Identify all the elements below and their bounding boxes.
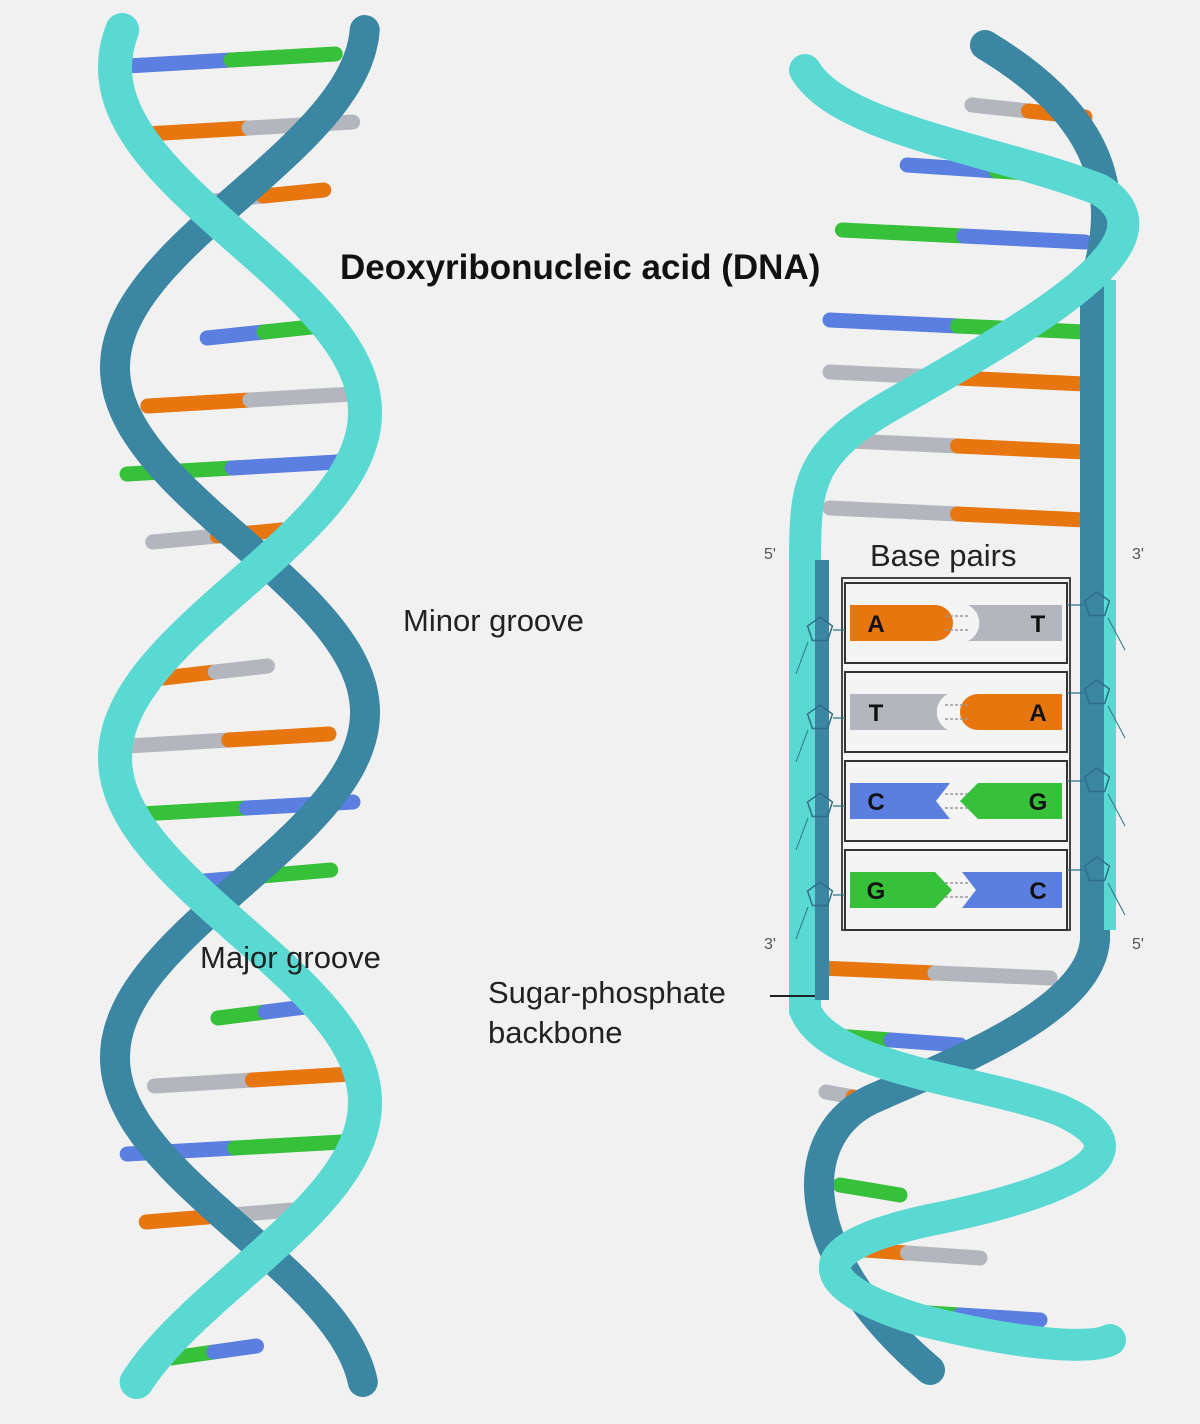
right-rung-base [964,236,1085,242]
left-rung-base [250,394,352,400]
right-rung-base [842,230,963,236]
right-rung-base [830,320,958,326]
left-rung-base [148,400,250,406]
base-pair-right-letter: A [1029,700,1046,727]
right-rung-base [908,1253,981,1258]
left-helix-strands [115,30,365,1382]
base-pairs-panel: A T T A C G G C [842,578,1070,930]
left-rung-base [145,128,249,134]
nucleotide-shape [850,783,950,819]
left-rung-base [207,332,264,338]
base-pair-right-letter: C [1029,878,1046,905]
right-rung-base [958,514,1086,520]
base-pair-left-letter: C [867,789,884,816]
right-rung-base [820,968,935,973]
nucleotide-shape [850,605,953,641]
five-prime-bottom-label: 5' [1132,936,1144,954]
left-rung-base [252,1074,350,1080]
left-rung-base [140,808,247,814]
right-rung-base [958,446,1086,452]
left-rung-base [229,734,329,740]
left-rung-base [154,1080,252,1086]
right-rung-base [870,1190,900,1195]
right-rung-base [972,105,1029,111]
left-rung-base [153,536,218,542]
left-rung-base [235,1142,343,1148]
base-pair-left-letter: T [869,700,884,727]
left-rung-base [214,1346,257,1352]
base-pair-right-letter: G [1029,789,1048,816]
left-rung-base [231,54,335,60]
three-prime-bottom-label: 3' [764,936,776,954]
three-prime-top-label: 3' [1132,546,1144,564]
base-pair-left-letter: A [867,611,884,638]
right-rung-base [891,1040,960,1045]
base-pair-left-letter: G [867,878,886,905]
backbone-label-line2: backbone [488,1015,622,1051]
left-rung-base [129,740,229,746]
base-pair-right-letter: T [1031,611,1046,638]
diagram-title: Deoxyribonucleic acid (DNA) [340,248,820,288]
nucleotide-shape [850,872,952,908]
right-rung-base [935,973,1050,978]
five-prime-top-label: 5' [764,546,776,564]
right-rung-base [958,378,1086,384]
minor-groove-label: Minor groove [403,603,584,639]
left-rung-base [232,462,337,468]
left-rung-base [215,666,267,672]
nucleotide-shape [962,872,1062,908]
nucleotide-shape [968,605,1062,641]
backbone-label-line1: Sugar-phosphate [488,975,726,1011]
right-rung-base [830,508,958,514]
nucleotide-shape [960,694,1062,730]
nucleotide-shape [850,694,948,730]
left-light-strand [115,30,365,1382]
base-pairs-title: Base pairs [870,538,1016,574]
major-groove-label: Major groove [200,940,381,976]
left-rung-base [127,60,231,66]
left-rung-base [263,190,323,196]
